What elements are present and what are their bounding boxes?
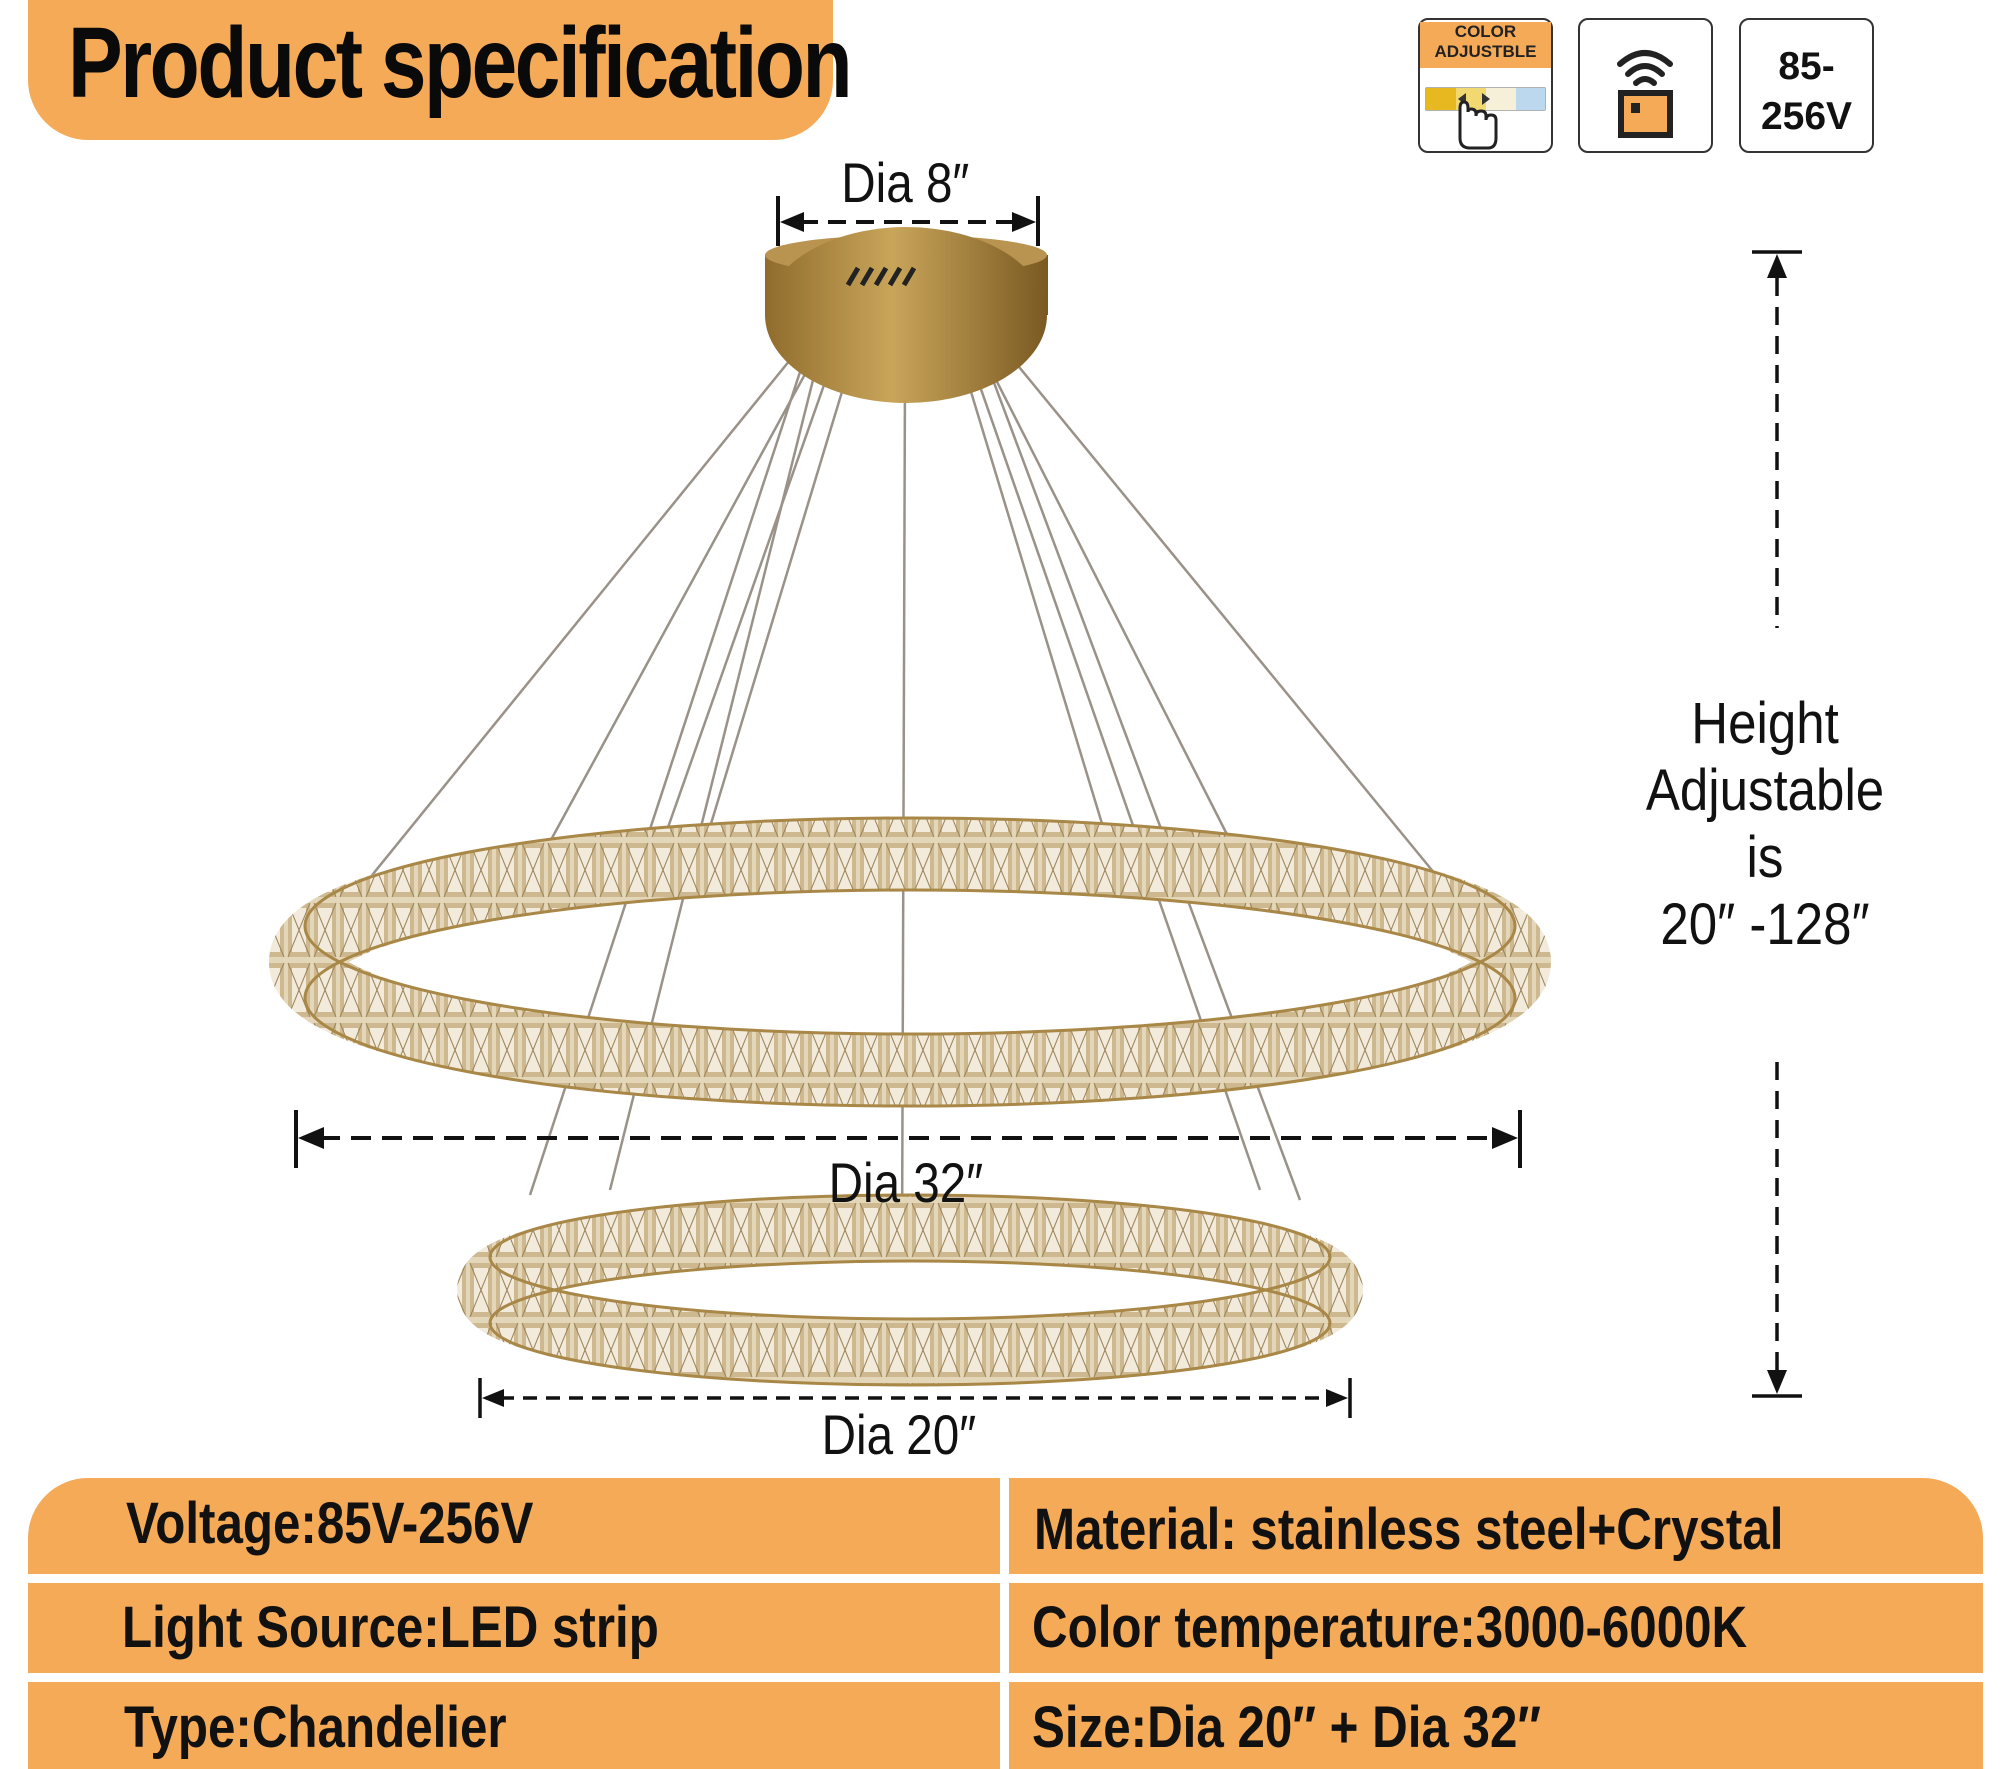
- large-ring-diameter-label: Dia 32″: [828, 1151, 984, 1214]
- small-ring-dimension-line: [478, 1378, 1352, 1418]
- hand-pointer-icon: [1458, 100, 1498, 150]
- spec-voltage: Voltage:85V-256V: [126, 1491, 534, 1556]
- spec-material: Material: stainless steel+Crystal: [1034, 1497, 1784, 1562]
- height-note-line: 20″ -128″: [1660, 892, 1870, 957]
- color-slider-icon: [1425, 87, 1546, 150]
- spec-color-temperature: Color temperature:3000-6000K: [1032, 1595, 1748, 1660]
- suspension-wires: [359, 359, 1441, 1256]
- small-ring: [457, 1193, 1363, 1387]
- canopy-dimension-line: [776, 196, 1040, 246]
- height-note-line: Adjustable: [1645, 758, 1885, 823]
- title-banner: Product specification: [28, 0, 853, 140]
- color-adjustable-label: COLOR ADJUSTBLE: [1420, 22, 1551, 68]
- voltage-badge-label: 85- 256V: [1760, 45, 1853, 138]
- spec-type: Type:Chandelier: [124, 1695, 507, 1760]
- spec-light-source: Light Source:LED strip: [122, 1595, 659, 1660]
- spec-size: Size:Dia 20″ + Dia 32″: [1032, 1695, 1541, 1760]
- page-title: Product specification: [68, 7, 853, 119]
- color-adjustable-badge: COLOR ADJUSTBLE: [1418, 18, 1553, 153]
- canopy: [765, 227, 1048, 403]
- remote-control-badge: [1578, 18, 1713, 153]
- height-note-line: is: [1746, 825, 1784, 890]
- remote-control-icon: [1617, 50, 1673, 138]
- spec-table: Voltage:85V-256V Material: stainless ste…: [28, 1478, 1983, 1769]
- spec-column-divider: [1000, 1478, 1009, 1769]
- voltage-badge: 85- 256V: [1739, 18, 1874, 153]
- height-dimension-line: [1752, 250, 1802, 1398]
- canopy-diameter-label: Dia 8″: [841, 151, 970, 214]
- large-ring: [269, 816, 1551, 1108]
- large-ring-dimension-line: [294, 1110, 1522, 1168]
- height-note-line: Height: [1691, 691, 1839, 756]
- height-adjustable-note: Height Adjustable is 20″ -128″: [1611, 690, 1919, 958]
- small-ring-diameter-label: Dia 20″: [821, 1403, 977, 1466]
